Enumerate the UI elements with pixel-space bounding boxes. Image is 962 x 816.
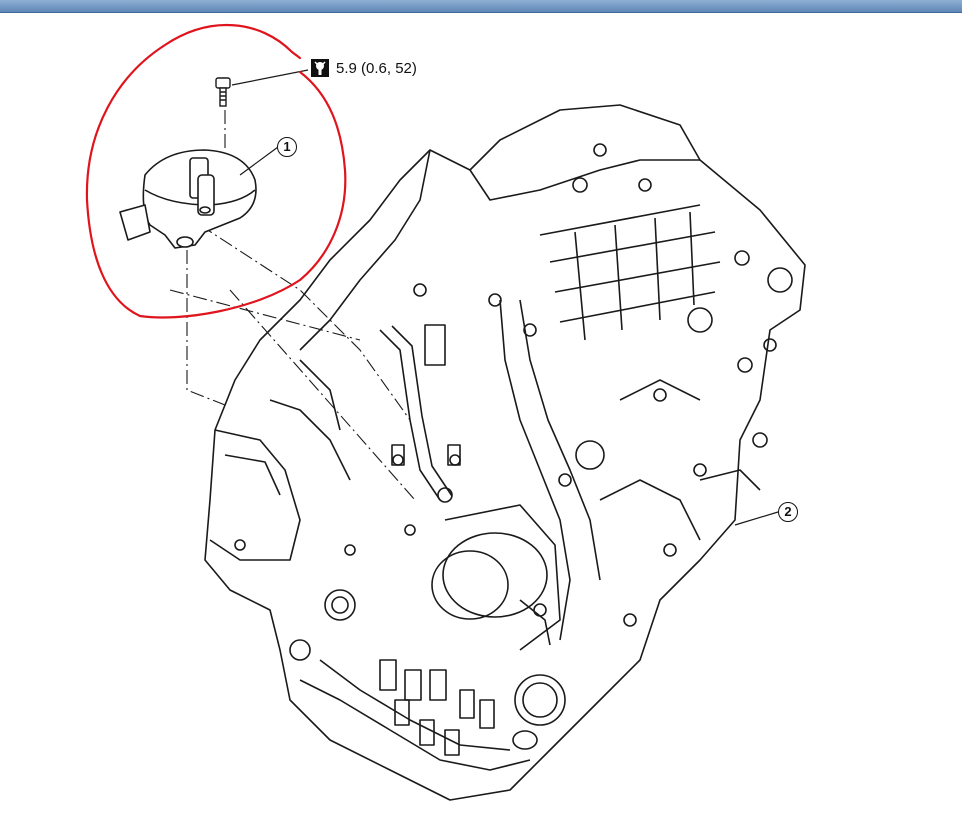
torque-wrench-icon bbox=[311, 59, 329, 77]
mounting-bolt bbox=[215, 77, 231, 107]
torque-spec-label: 5.9 (0.6, 52) bbox=[336, 60, 417, 77]
range-sensor-part bbox=[119, 149, 257, 249]
exploded-view-guide-lines bbox=[169, 110, 416, 501]
callout-2: 2 bbox=[778, 502, 798, 522]
window-top-bar bbox=[0, 0, 962, 13]
torque-leader-line bbox=[231, 69, 309, 86]
sensor-leader-line bbox=[239, 146, 279, 176]
transaxle-assembly bbox=[204, 104, 806, 801]
callout-1: 1 bbox=[277, 137, 297, 157]
red-highlight-circle bbox=[85, 23, 347, 319]
transaxle-leader-line bbox=[734, 511, 779, 526]
